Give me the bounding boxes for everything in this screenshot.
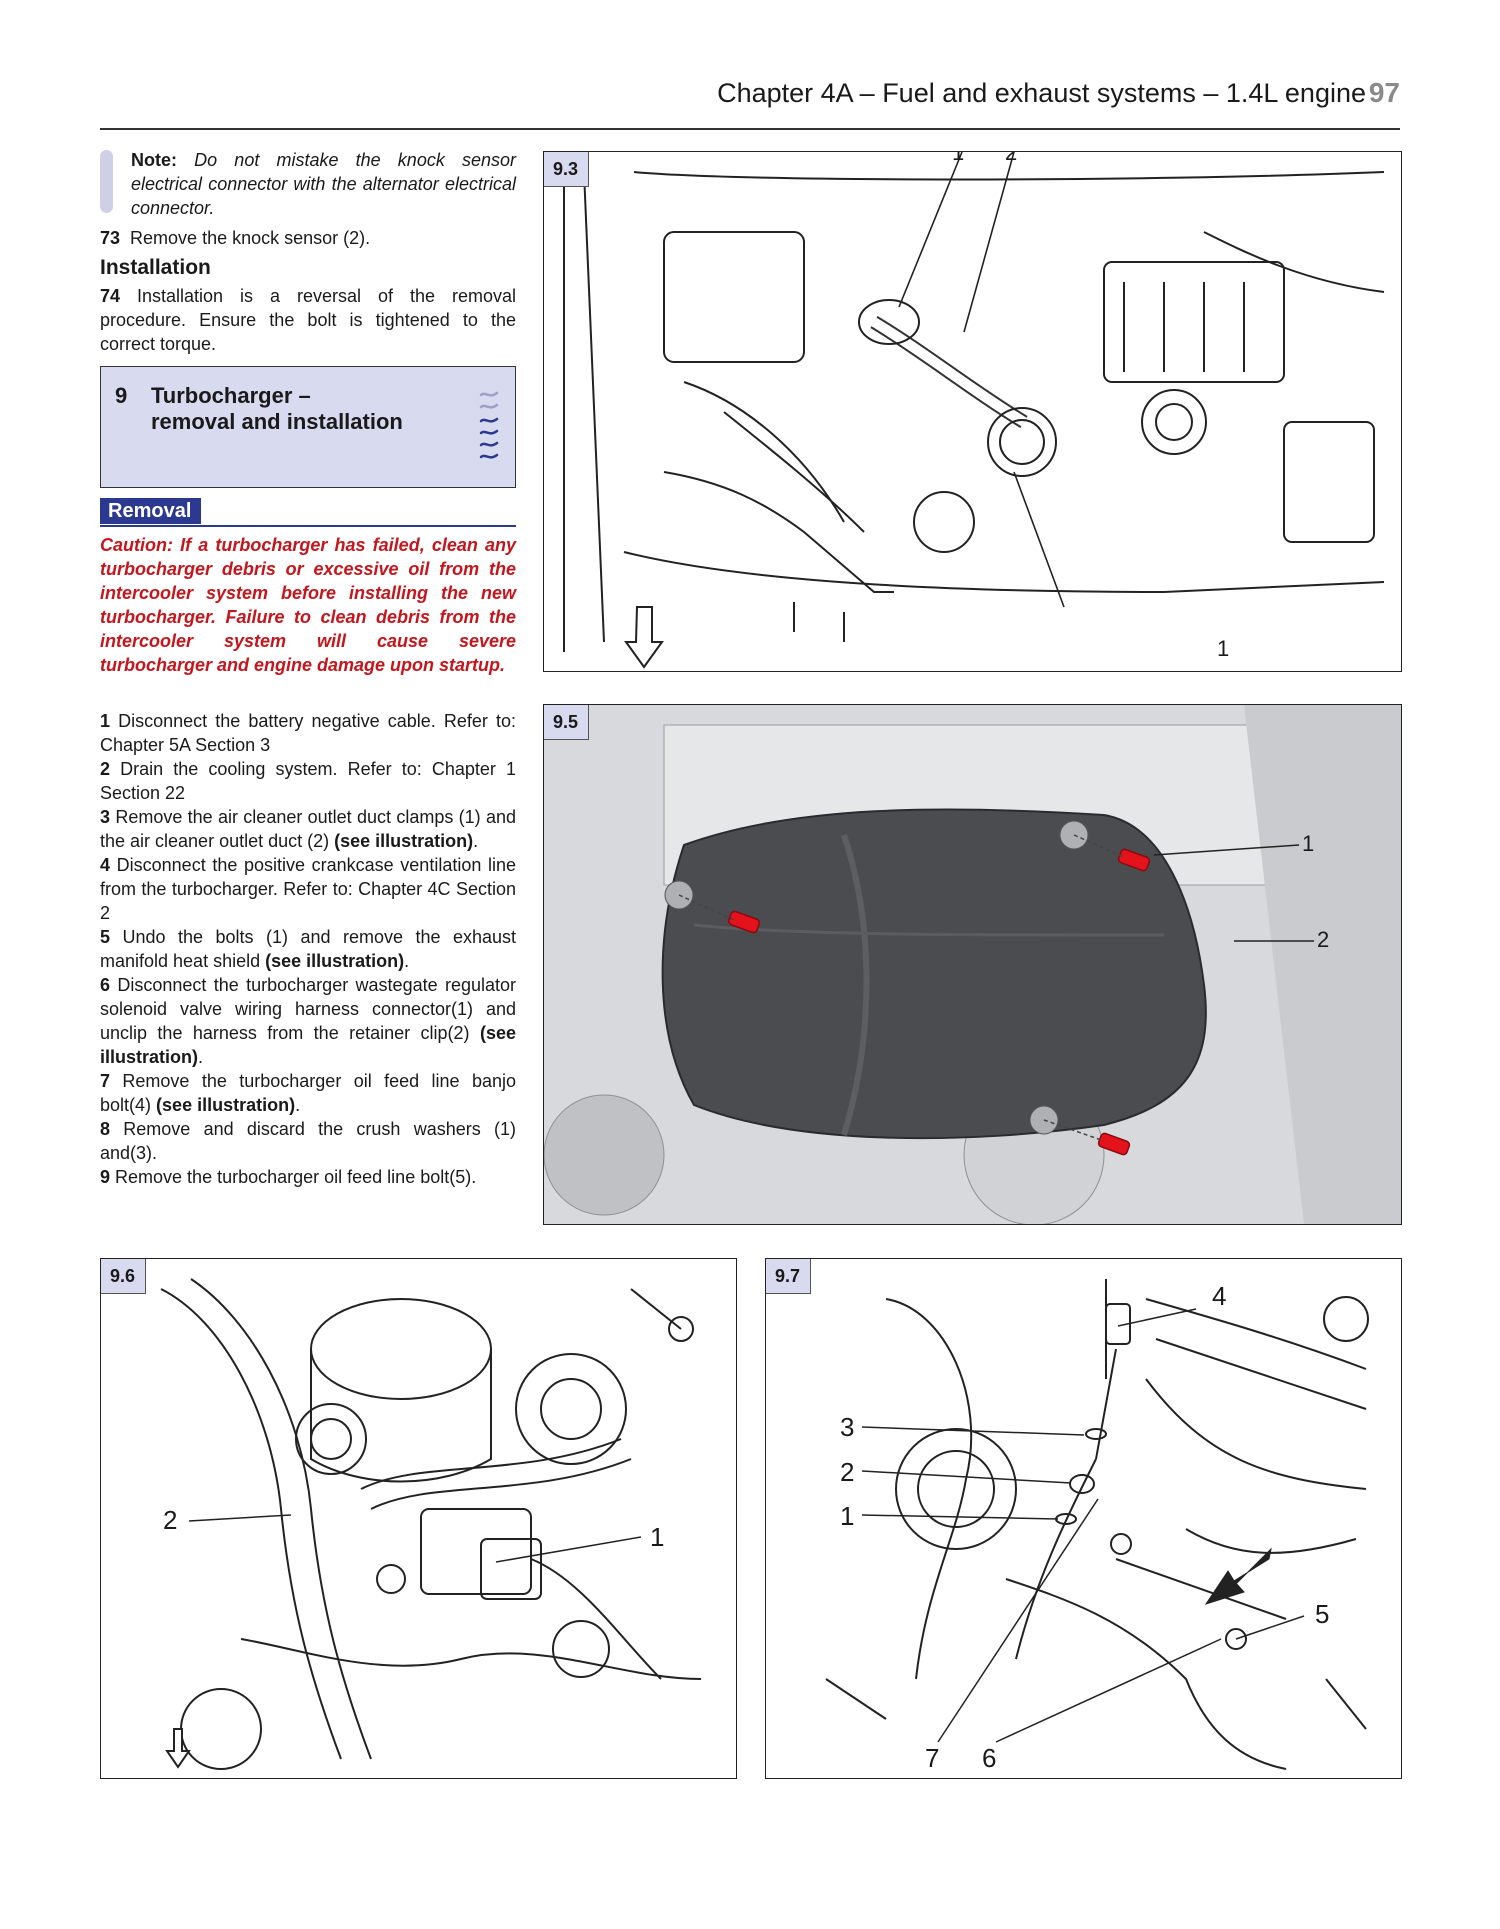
section-heading-box: 9 Turbocharger – removal and installatio… [100, 366, 516, 488]
chapter-title: Chapter 4A – Fuel and exhaust systems – … [717, 78, 1366, 108]
step-3: 3 Remove the air cleaner outlet duct cla… [100, 807, 516, 851]
step-text: Remove the knock sensor (2). [130, 228, 371, 248]
figure-9-7: 9.7 [765, 1258, 1402, 1779]
step-number: 74 [100, 286, 121, 306]
callout-6: 6 [982, 1743, 997, 1773]
spanner-icon [479, 391, 499, 459]
section-title-line1: Turbocharger – [151, 383, 311, 408]
step-1: 1 Disconnect the battery negative cable.… [100, 711, 516, 755]
step-4: 4 Disconnect the positive crankcase vent… [100, 855, 516, 923]
wastegate-solenoid-drawing [160, 1278, 702, 1770]
note-box: Note: Do not mistake the knock sensor el… [100, 148, 516, 220]
step-5: 5 Undo the bolts (1) and remove the exha… [100, 927, 516, 971]
callout-2: 2 [1005, 151, 1018, 165]
callout-2: 2 [163, 1505, 178, 1535]
section-title-line2: removal and installation [151, 409, 403, 434]
figure-label: 9.3 [544, 152, 590, 187]
callout-1: 1 [1217, 636, 1230, 661]
figure-label: 9.7 [766, 1259, 812, 1294]
removal-heading: Removal [100, 498, 202, 524]
step-6: 6 Disconnect the turbocharger wastegate … [100, 975, 516, 1067]
note-text: Do not mistake the knock sensor electric… [131, 150, 516, 218]
removal-steps: 1 Disconnect the battery negative cable.… [100, 709, 516, 1189]
heat-shield-render [544, 705, 1401, 1224]
header-divider [100, 128, 1400, 130]
figure-label: 9.6 [101, 1259, 147, 1294]
caution-text: Caution: If a turbocharger has failed, c… [100, 535, 516, 675]
oil-feed-line-drawing [825, 1279, 1369, 1770]
engine-bay-drawing [563, 152, 1385, 669]
callout-3: 3 [840, 1412, 855, 1442]
note-label: Note: [131, 150, 177, 170]
step-8: 8 Remove and discard the crush washers (… [100, 1119, 516, 1163]
callout-2: 2 [1317, 927, 1330, 952]
page-header: Chapter 4A – Fuel and exhaust systems – … [100, 77, 1400, 128]
callout-4: 4 [1212, 1281, 1227, 1311]
callout-1: 1 [840, 1501, 855, 1531]
callout-5: 5 [1315, 1599, 1330, 1629]
installation-section: Installation 74 Installation is a revers… [100, 256, 516, 356]
step-9: 9 Remove the turbocharger oil feed line … [100, 1167, 477, 1187]
step-number: 73 [100, 228, 121, 248]
callout-7: 7 [925, 1743, 940, 1773]
figure-9-5: 9.5 1 2 [543, 704, 1402, 1225]
figure-label: 9.5 [544, 705, 590, 740]
removal-rule [100, 525, 516, 527]
step-2: 2 Drain the cooling system. Refer to: Ch… [100, 759, 516, 803]
callout-1: 1 [650, 1522, 665, 1552]
page-number: 97 [1368, 77, 1400, 108]
figure-9-6: 9.6 2 1 [100, 1258, 737, 1779]
callout-1: 1 [952, 151, 965, 165]
installation-heading: Installation [100, 256, 211, 279]
step-7: 7 Remove the turbocharger oil feed line … [100, 1071, 516, 1115]
note-marker [100, 150, 113, 213]
step-73: 73 Remove the knock sensor (2). [100, 226, 516, 250]
figure-9-3: 9.3 1 2 1 [543, 151, 1402, 672]
section-number: 9 [115, 383, 128, 408]
callout-2: 2 [840, 1457, 855, 1487]
callout-1: 1 [1302, 831, 1315, 856]
step-text: Installation is a reversal of the remova… [100, 286, 516, 354]
